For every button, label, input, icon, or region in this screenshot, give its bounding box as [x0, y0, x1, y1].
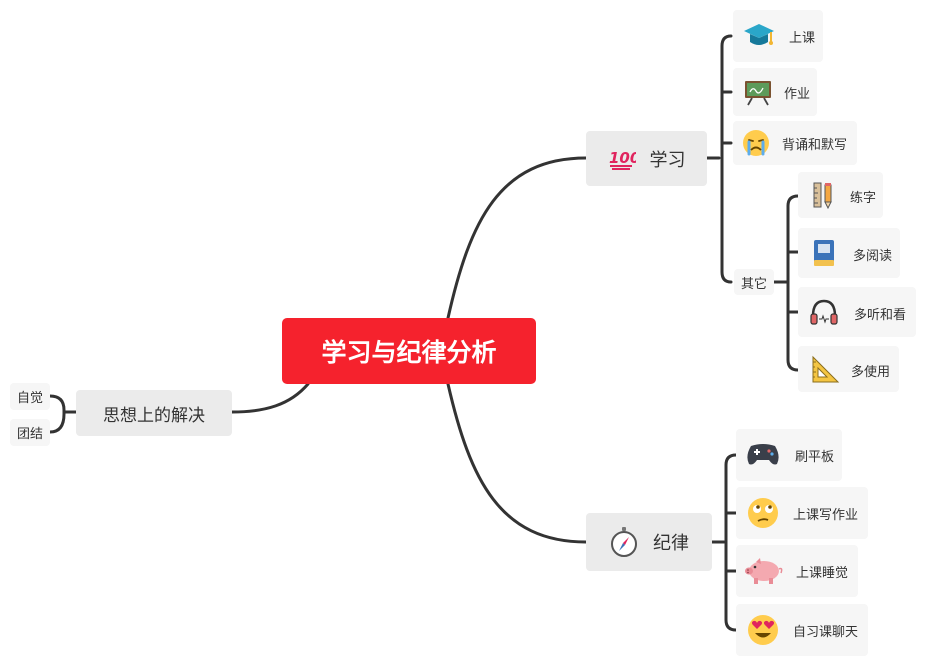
- leaf-recite[interactable]: 背诵和默写: [733, 121, 857, 165]
- leaf-homework[interactable]: 作业: [733, 68, 817, 116]
- heart-eyes-face-icon: [746, 613, 780, 647]
- topic-study[interactable]: 100 学习: [586, 131, 707, 186]
- leaf-homework-in-class-label: 上课写作业: [793, 508, 859, 523]
- headphones-icon: [808, 296, 840, 328]
- topic-thought-solution-label: 思想上的解决: [103, 405, 205, 426]
- chalkboard-icon: [743, 77, 773, 107]
- leaf-tablet-label: 刷平板: [795, 450, 835, 465]
- leaf-read-more[interactable]: 多阅读: [798, 228, 900, 278]
- leaf-unity[interactable]: 团结: [10, 419, 50, 446]
- leaf-read-more-label: 多阅读: [853, 249, 893, 264]
- root-topic[interactable]: 学习与纪律分析: [282, 318, 536, 384]
- pig-icon: [744, 555, 784, 587]
- leaf-self-awareness-label: 自觉: [16, 391, 43, 406]
- gamepad-icon: [745, 438, 781, 470]
- leaf-chat-in-study[interactable]: 自习课聊天: [736, 604, 868, 656]
- hundred-points-icon: 100: [608, 148, 636, 170]
- leaf-homework-in-class[interactable]: 上课写作业: [736, 487, 868, 539]
- leaf-calligraphy[interactable]: 练字: [798, 172, 883, 218]
- leaf-homework-label: 作业: [784, 87, 811, 102]
- crying-face-icon: [741, 128, 771, 158]
- root-label: 学习与纪律分析: [321, 338, 497, 367]
- topic-study-label: 学习: [649, 149, 686, 171]
- leaf-chat-in-study-label: 自习课聊天: [793, 625, 859, 640]
- leaf-unity-label: 团结: [16, 427, 43, 442]
- leaf-listen-watch-label: 多听和看: [854, 308, 907, 323]
- rolling-eyes-face-icon: [746, 496, 780, 530]
- leaf-tablet[interactable]: 刷平板: [736, 429, 842, 481]
- leaf-class-label: 上课: [789, 31, 816, 46]
- svg-text:100: 100: [609, 149, 636, 167]
- leaf-sleep-in-class[interactable]: 上课睡觉: [736, 545, 858, 597]
- topic-discipline[interactable]: 纪律: [586, 513, 712, 571]
- compass-icon: [609, 526, 639, 558]
- leaf-class[interactable]: 上课: [733, 10, 823, 62]
- book-icon: [808, 237, 840, 269]
- leaf-listen-watch[interactable]: 多听和看: [798, 287, 916, 337]
- leaf-self-awareness[interactable]: 自觉: [10, 383, 50, 410]
- topic-other[interactable]: 其它: [734, 269, 774, 295]
- topic-discipline-label: 纪律: [653, 533, 689, 554]
- leaf-calligraphy-label: 练字: [850, 191, 877, 206]
- leaf-use-more-label: 多使用: [851, 365, 891, 380]
- ruler-pencil-icon: [808, 180, 838, 210]
- leaf-sleep-in-class-label: 上课睡觉: [796, 566, 849, 581]
- leaf-use-more[interactable]: 多使用: [798, 346, 899, 392]
- leaf-recite-label: 背诵和默写: [782, 138, 848, 153]
- topic-thought-solution[interactable]: 思想上的解决: [76, 390, 232, 436]
- graduation-cap-icon: [743, 20, 775, 52]
- set-square-icon: [810, 353, 842, 385]
- topic-other-label: 其它: [740, 276, 767, 292]
